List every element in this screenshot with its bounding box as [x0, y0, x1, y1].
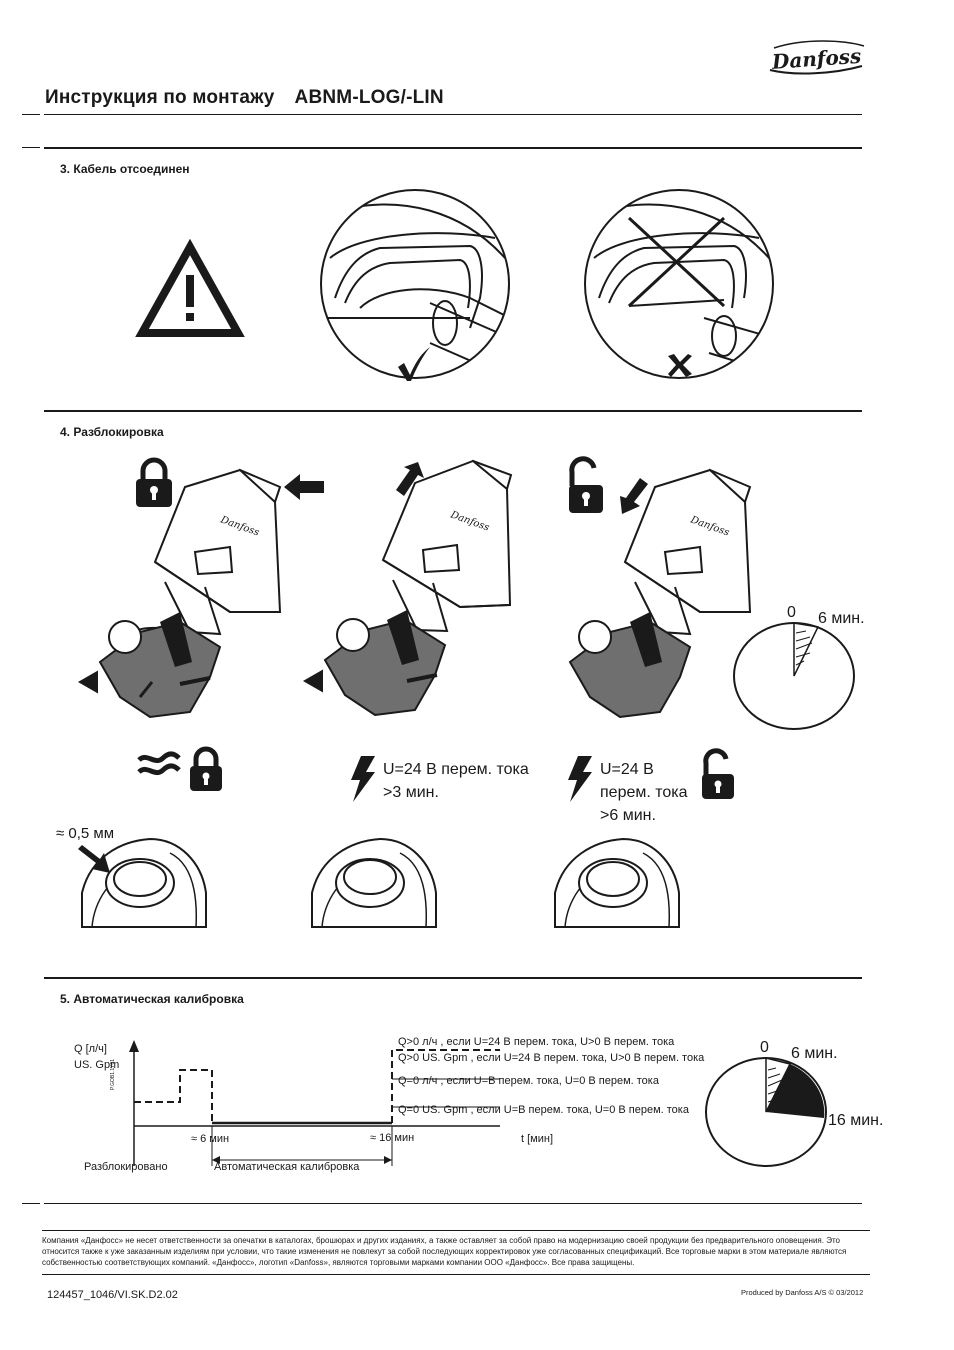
warning-triangle-icon	[135, 238, 245, 337]
footer-rule-top	[44, 1203, 862, 1204]
title-text: Инструкция по монтажу	[45, 87, 275, 108]
cable-connected-figure	[320, 189, 510, 379]
padlock-closed-icon	[136, 457, 172, 507]
document-number: 124457_1046/VI.SK.D2.02	[47, 1289, 178, 1301]
padlock-closed-icon	[190, 746, 222, 791]
model-name: ABNM-LOG/-LIN	[294, 87, 444, 108]
annotation-1: Q>0 л/ч , если U=24 В перем. тока, U>0 В…	[398, 1036, 675, 1048]
step3-line2: перем. тока	[600, 784, 688, 801]
y-axis-label-1: Q [л/ч]	[74, 1043, 107, 1055]
y-axis-label-2: US. Gpm	[74, 1059, 120, 1071]
danfoss-logo: Danfoss	[769, 40, 865, 75]
cross-icon	[668, 354, 692, 377]
knob-detail-3	[554, 837, 680, 928]
clock-pie-icon	[733, 622, 855, 730]
page-title: Инструкция по монтажу ABNM-LOG/-LIN	[45, 87, 444, 109]
padlock-open-icon	[702, 748, 734, 799]
step2-line2: >3 мин.	[383, 784, 439, 801]
margin-tick	[22, 114, 40, 115]
phase-calibration-label: Автоматическая калибровка	[214, 1161, 360, 1173]
footer-rule-bottom	[42, 1274, 870, 1275]
disclaimer-text: Компания «Данфосс» не несет ответственно…	[42, 1236, 847, 1267]
stroke-label: ≈ 0,5 мм	[56, 825, 115, 842]
margin-tick	[22, 147, 40, 148]
annotation-2: Q>0 US. Gpm , если U=24 В перем. тока, U…	[398, 1052, 705, 1064]
actuator-step2-figure: Danfoss	[302, 459, 513, 717]
figure-code: P.GOB1.1Y01	[110, 1058, 116, 1090]
actuator-step3-figure: Danfoss	[568, 468, 752, 719]
knob-detail-1	[78, 837, 207, 928]
calibration-pie-icon	[705, 1057, 827, 1167]
section3-title: 3. Кабель отсоединен	[60, 162, 190, 176]
step3-condition: U=24 В перем. тока >6 мин.	[600, 758, 688, 827]
step2-line1: U=24 В перем. тока	[383, 761, 529, 778]
lightning-icon	[568, 756, 592, 802]
header-rule	[44, 114, 862, 115]
arrow-icon	[620, 478, 648, 514]
approx-icon	[137, 751, 181, 776]
section5-title: 5. Автоматическая калибровка	[60, 992, 244, 1006]
lightning-icon	[351, 756, 375, 802]
checkmark-icon	[398, 347, 430, 381]
x-axis-label: t [мин]	[521, 1133, 554, 1145]
tick-16-label: ≈ 16 мин	[370, 1132, 415, 1144]
knob-detail-2	[311, 837, 437, 928]
timer-start-label: 0	[787, 604, 796, 621]
annotation-4: Q=0 US. Gpm , если U=В перем. тока, U=0 …	[398, 1104, 689, 1116]
cable-disconnected-figure	[584, 189, 774, 379]
step3-line3: >6 мин.	[600, 807, 656, 824]
produced-by: Produced by Danfoss A/S © 03/2012	[741, 1288, 864, 1297]
annotation-3: Q=0 л/ч , если U=В перем. тока, U=0 В пе…	[398, 1075, 659, 1087]
pie-6-label: 6 мин.	[791, 1045, 838, 1062]
footer-rule	[42, 1230, 870, 1231]
timer-end-label: 6 мин.	[818, 610, 865, 627]
padlock-open-icon	[569, 456, 603, 513]
section5-rule	[44, 977, 862, 979]
tick-6-label: ≈ 6 мин	[191, 1133, 230, 1145]
section4-title: 4. Разблокировка	[60, 425, 164, 439]
arrow-icon	[396, 462, 424, 496]
pie-16-label: 16 мин.	[828, 1112, 884, 1129]
arrow-icon	[284, 474, 324, 500]
pie-start-label: 0	[760, 1039, 769, 1056]
section4-rule	[44, 410, 862, 412]
calibration-chart	[129, 1040, 500, 1166]
actuator-step1-figure: Danfoss	[77, 468, 282, 719]
step3-line1: U=24 В	[600, 761, 654, 778]
margin-tick	[22, 1203, 40, 1204]
section3-rule	[44, 147, 862, 149]
phase-unlocked-label: Разблокировано	[84, 1161, 168, 1173]
step2-condition: U=24 В перем. тока >3 мин.	[383, 758, 529, 804]
